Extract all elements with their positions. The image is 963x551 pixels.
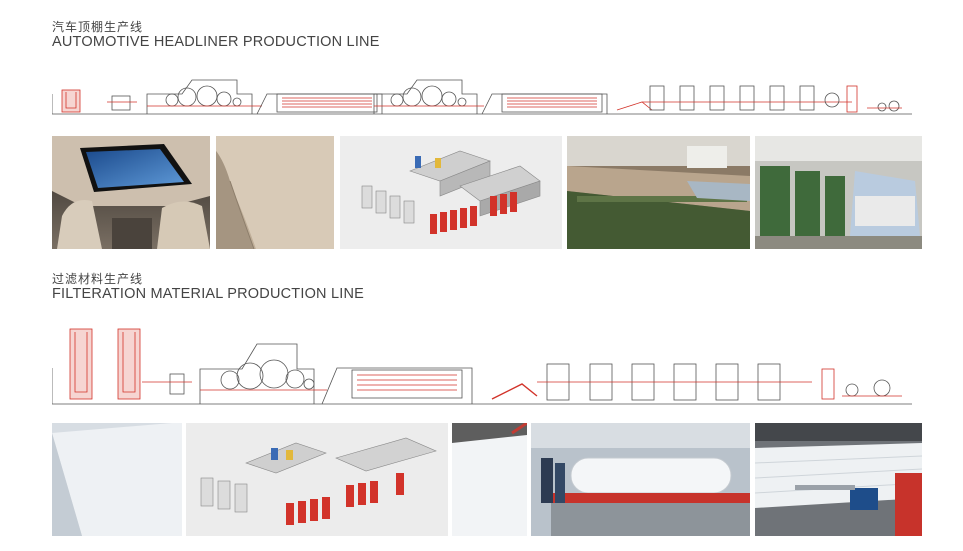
photo-green-factory-machines	[755, 136, 922, 249]
photo-layered-fabric-winder	[755, 423, 922, 536]
filtration-line-schematic	[52, 324, 912, 410]
section-heading-headliner: 汽车顶棚生产线 AUTOMOTIVE HEADLINER PRODUCTION …	[52, 20, 380, 51]
photo-beige-headliner-fabric	[216, 136, 334, 249]
section-title-en: AUTOMOTIVE HEADLINER PRODUCTION LINE	[52, 34, 380, 50]
photo-workers-with-fabric-roll	[531, 423, 750, 536]
photo-car-interior-sunroof	[52, 136, 210, 249]
section-heading-filtration: 过滤材料生产线 FILTERATION MATERIAL PRODUCTION …	[52, 272, 364, 303]
photo-nonwoven-web-conveyor	[567, 136, 750, 249]
photo-filtration-line-rendering	[186, 423, 448, 536]
photo-white-fabric-roll	[452, 423, 527, 536]
section-title-en: FILTERATION MATERIAL PRODUCTION LINE	[52, 286, 364, 302]
section-title-cn: 过滤材料生产线	[52, 272, 144, 286]
headliner-line-schematic	[52, 72, 912, 120]
photo-headliner-line-rendering	[340, 136, 562, 249]
section-title-cn: 汽车顶棚生产线	[52, 20, 144, 34]
photo-white-filter-fabric	[52, 423, 182, 536]
